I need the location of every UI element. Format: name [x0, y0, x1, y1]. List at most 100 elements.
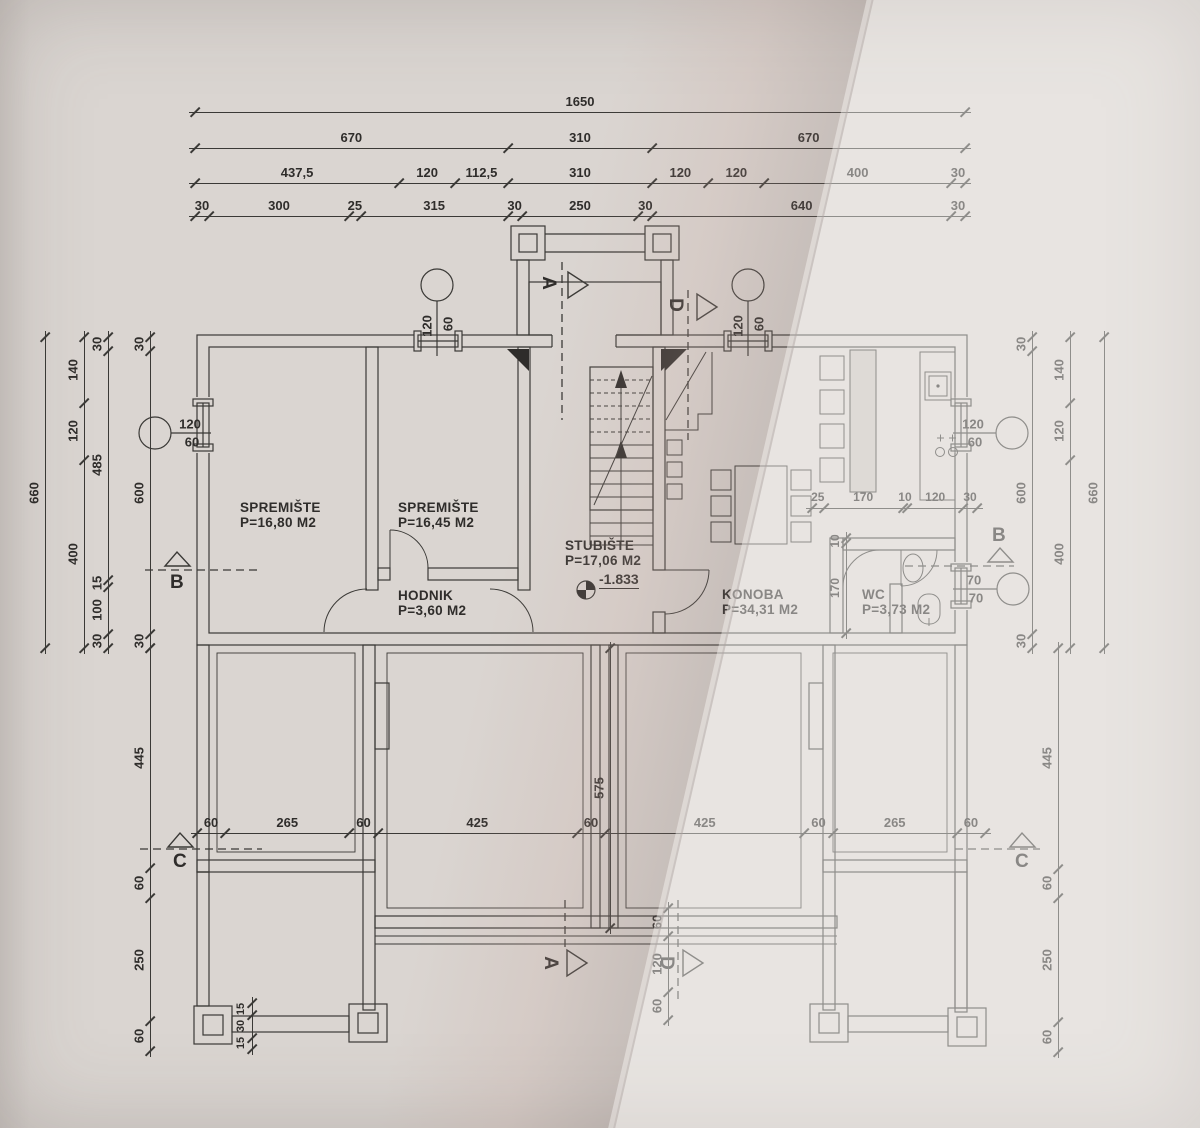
- room-area: P=34,31 M2: [722, 602, 799, 617]
- dim-label: 120: [669, 165, 692, 180]
- dining-set: [710, 465, 812, 545]
- dim-label: 30: [1013, 336, 1029, 352]
- section-lines: [140, 262, 1040, 1002]
- dim-line: [668, 902, 670, 1026]
- dim-line: [1070, 331, 1072, 654]
- dim-label: 425: [466, 815, 489, 830]
- dim-line: [191, 833, 991, 835]
- dim-label: 437,5: [280, 165, 314, 180]
- dim-label: 60: [811, 815, 826, 830]
- dim-line: [150, 331, 152, 654]
- dim-label: 250: [131, 948, 147, 971]
- dim-label: 30: [507, 198, 522, 213]
- level-marker-icon: [576, 580, 596, 600]
- window-mark-sill: 60: [440, 316, 456, 332]
- wc-fixtures: [902, 553, 941, 626]
- dim-line: [1104, 331, 1106, 654]
- dim-label: 60: [203, 815, 219, 830]
- section-triangles: [163, 270, 1037, 978]
- dim-label: 60: [131, 875, 147, 891]
- dim-label: 30: [950, 198, 966, 213]
- window-mark-width: 120: [730, 315, 746, 337]
- dim-line: [189, 148, 971, 150]
- dim-label: 660: [1085, 481, 1101, 504]
- dim-label: 140: [1051, 359, 1067, 381]
- dim-label: 60: [963, 815, 979, 830]
- dim-label: 445: [1039, 747, 1055, 770]
- dim-line: [189, 112, 971, 114]
- dim-label: 30: [950, 165, 966, 180]
- dim-line: [610, 642, 612, 934]
- dim-label: 310: [569, 165, 591, 180]
- room-name: HODNIK: [398, 588, 454, 603]
- section-letter-b-right: B: [992, 525, 1006, 546]
- room-area: P=3,60 M2: [398, 603, 467, 618]
- room-label-spremiste-2: SPREMIŠTE P=16,45 M2: [398, 500, 479, 530]
- dim-label: 120: [416, 165, 439, 180]
- dim-label: 250: [569, 198, 591, 213]
- dim-label: 10: [828, 533, 842, 548]
- dim-label: 25: [811, 490, 825, 504]
- corner-wedge-left: [507, 349, 529, 371]
- dim-label: 15: [235, 1037, 247, 1050]
- dim-label: 30: [638, 198, 653, 213]
- dim-line: [84, 331, 86, 654]
- dim-label: 30: [194, 198, 210, 213]
- room-area: P=16,80 M2: [240, 515, 317, 530]
- window-mark-sill: 60: [751, 316, 767, 332]
- dim-label: 400: [1051, 542, 1067, 565]
- dim-label: 30: [89, 633, 105, 649]
- dim-label: 120: [725, 165, 748, 180]
- dim-line: [45, 331, 47, 654]
- room-label-stubiste: STUBIŠTE P=17,06 M2: [565, 538, 641, 568]
- terraces: [196, 644, 968, 1013]
- dim-label: 315: [423, 198, 446, 213]
- dim-line: [1058, 642, 1060, 1058]
- room-label-konoba: KONOBA P=34,31 M2: [722, 587, 798, 617]
- dim-label: 30: [235, 1019, 247, 1033]
- dim-label: 112,5: [465, 165, 498, 180]
- staircase: [589, 366, 654, 546]
- dim-label: 60: [131, 1028, 147, 1044]
- dim-label: 120: [649, 953, 665, 975]
- dim-label: 660: [26, 481, 42, 504]
- window-mark-sill: 60: [184, 434, 200, 450]
- dim-label: 400: [846, 165, 869, 180]
- room-name: STUBIŠTE: [565, 538, 635, 553]
- room-label-wc: WC P=3,73 M2: [862, 587, 930, 617]
- windows: [191, 329, 973, 610]
- kitchen: [819, 349, 958, 501]
- dim-label: 30: [1013, 633, 1029, 649]
- dim-label: 120: [65, 420, 81, 443]
- dim-line: [108, 331, 110, 654]
- dim-line: [189, 183, 971, 185]
- dim-label: 600: [1013, 481, 1029, 504]
- dim-label: 15: [235, 1002, 247, 1015]
- dim-line: [150, 642, 152, 1057]
- dim-label: 170: [853, 490, 874, 504]
- dim-label: 15: [89, 575, 105, 591]
- dim-label: 60: [356, 815, 371, 830]
- section-letter-a-top: A: [537, 276, 559, 290]
- dim-label: 30: [963, 490, 977, 504]
- dim-label: 170: [828, 578, 842, 599]
- dim-line: [1032, 331, 1034, 654]
- dim-label: 425: [693, 815, 716, 830]
- section-letter-c-left: C: [173, 851, 187, 872]
- dim-label: 30: [131, 336, 147, 352]
- dim-label: 575: [591, 777, 607, 799]
- room-area: P=17,06 M2: [565, 553, 642, 568]
- section-letter-d-top: D: [664, 298, 686, 312]
- dim-label: 445: [131, 747, 147, 769]
- dim-label: 60: [649, 914, 665, 930]
- corner-unit: [665, 349, 713, 500]
- dim-label: 250: [1039, 949, 1055, 972]
- dim-label: 30: [89, 336, 105, 352]
- dim-label: 640: [790, 198, 813, 213]
- dim-label: 60: [1039, 1029, 1055, 1045]
- entrance-opening: [552, 333, 616, 349]
- dim-label: 670: [340, 130, 363, 145]
- window-mark-sill: 60: [967, 434, 983, 450]
- room-label-hodnik: HODNIK P=3,60 M2: [398, 588, 466, 618]
